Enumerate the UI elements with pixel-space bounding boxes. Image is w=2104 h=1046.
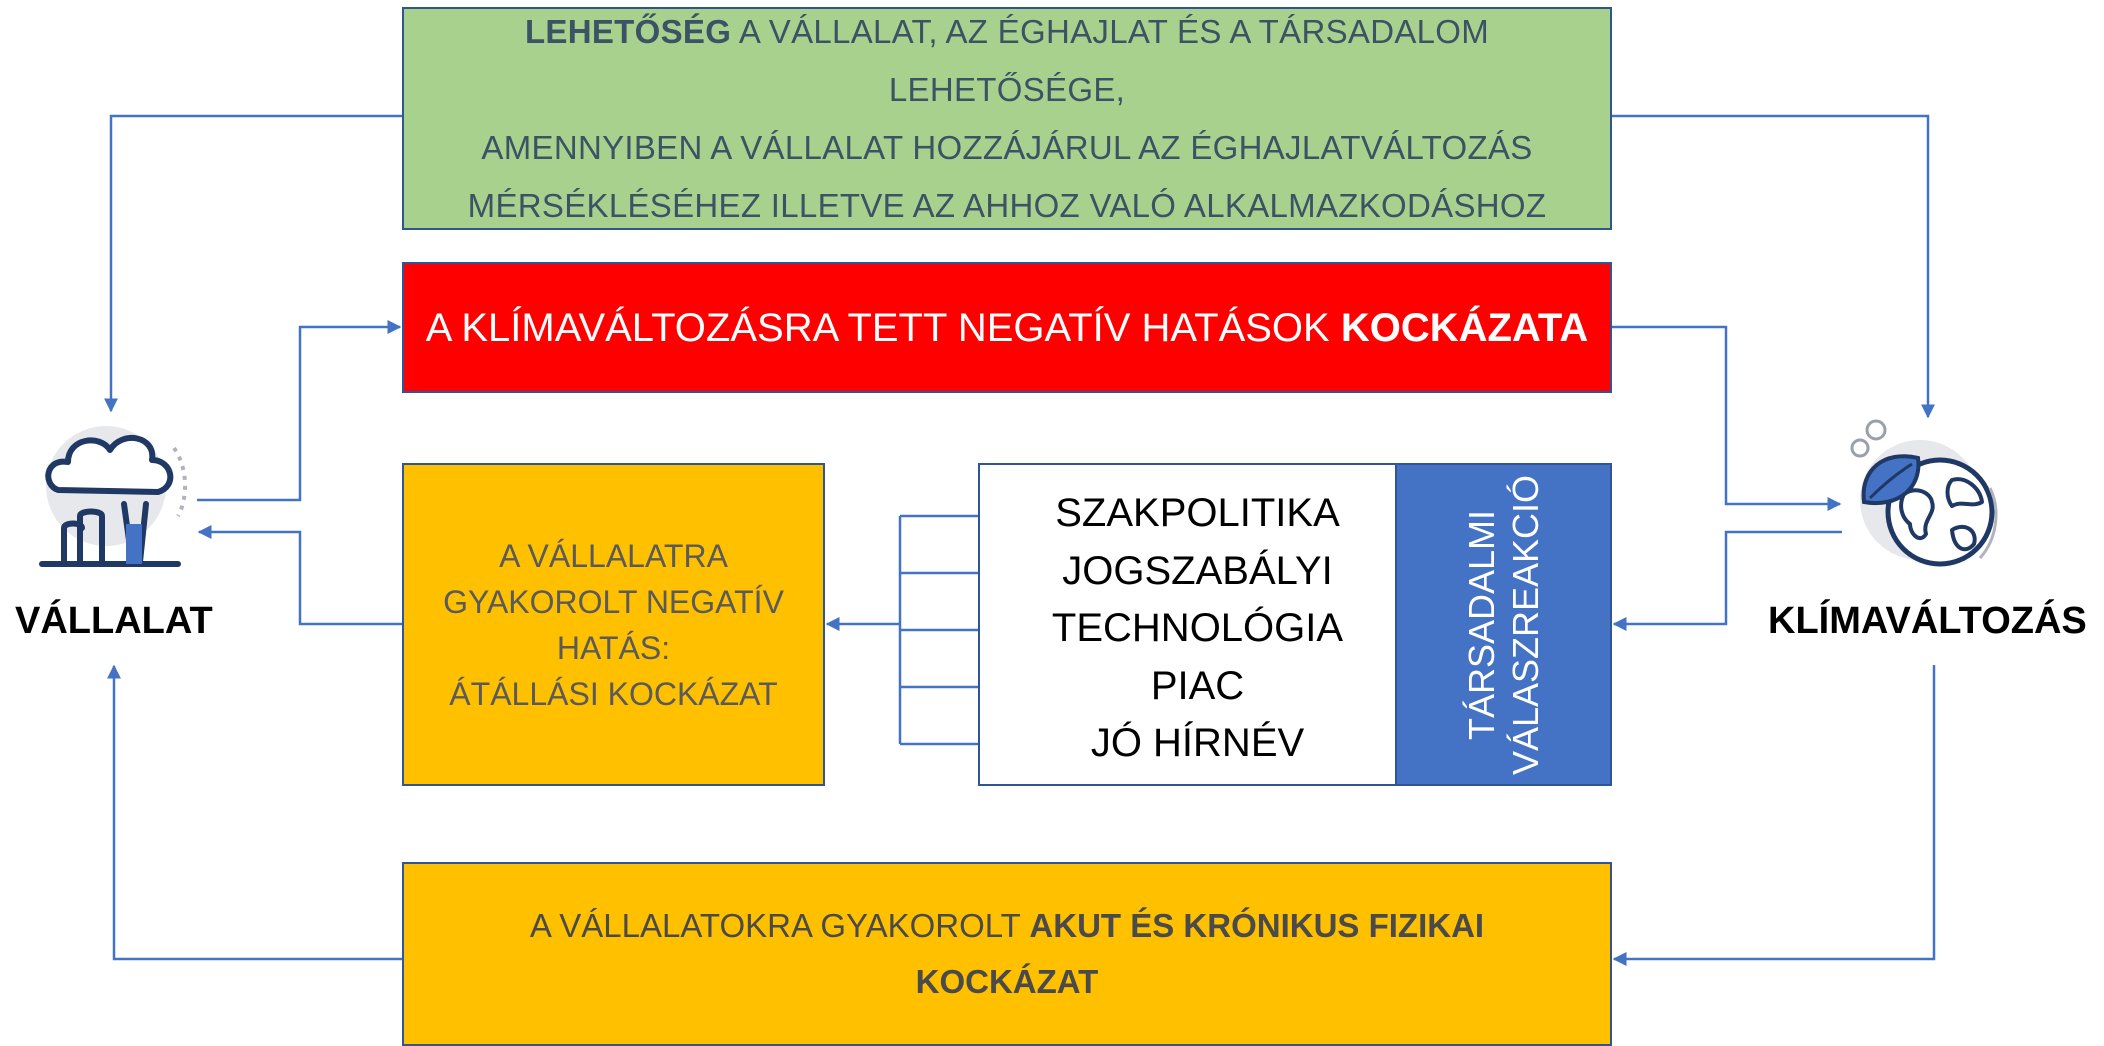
physical-risk-keyword: AKUT ÉS KRÓNIKUS FIZIKAI KOCKÁZAT — [915, 907, 1485, 1000]
arrow-risk-to-climate — [1612, 325, 1842, 511]
driver-item: TECHNOLÓGIA — [1051, 606, 1344, 650]
driver-item: JOGSZABÁLYI — [1062, 548, 1333, 593]
transition-risk-line-3: HATÁS: — [556, 629, 671, 666]
negative-impact-risk-keyword: KOCKÁZATA — [1340, 305, 1589, 350]
arrow-climate-to-physical — [1612, 665, 1936, 966]
negative-impact-risk-box: A KLÍMAVÁLTOZÁSRA TETT NEGATÍV HATÁSOK K… — [402, 262, 1612, 393]
physical-risk-box: A VÁLLALATOKRA GYAKOROLT AKUT ÉS KRÓNIKU… — [402, 862, 1612, 1046]
opportunity-box: LEHETŐSÉG A VÁLLALAT, AZ ÉGHAJLAT ÉS A T… — [402, 7, 1612, 230]
factory-icon — [39, 426, 188, 567]
arrow-opportunity-to-climate — [1612, 114, 1935, 419]
transition-risk-box: A VÁLLALATRA GYAKOROLT NEGATÍV HATÁS: ÁT… — [402, 463, 825, 786]
climate-globe-icon — [1850, 419, 1998, 567]
arrow-company-to-risk — [197, 320, 402, 502]
driver-item: JÓ HÍRNÉV — [1090, 721, 1305, 765]
transition-risk-keyword: ÁTÁLLÁSI KOCKÁZAT — [449, 675, 778, 712]
arrow-opportunity-to-company — [104, 114, 402, 413]
opportunity-line-1: LEHETŐSÉG A VÁLLALAT, AZ ÉGHAJLAT ÉS A T… — [524, 12, 1490, 108]
transition-risk-line-2: GYAKOROLT NEGATÍV — [443, 583, 784, 620]
arrow-physical-to-company — [107, 664, 402, 961]
drivers-list: SZAKPOLITIKA JOGSZABÁLYI TECHNOLÓGIA PIA… — [980, 465, 1395, 784]
driver-item: SZAKPOLITIKA — [1055, 491, 1340, 535]
physical-risk-text: A VÁLLALATOKRA GYAKOROLT AKUT ÉS KRÓNIKU… — [529, 907, 1485, 1000]
drivers-box: SZAKPOLITIKA JOGSZABÁLYI TECHNOLÓGIA PIA… — [978, 463, 1612, 786]
opportunity-keyword: LEHETŐSÉG — [524, 12, 732, 50]
transition-risk-line-1: A VÁLLALATRA — [499, 537, 728, 574]
social-reaction-text: TÁRSADALMI VÁLASZREAKCIÓ — [1460, 474, 1546, 775]
company-label: VÁLLALAT — [15, 600, 213, 642]
arrow-climate-to-social — [1612, 530, 1842, 631]
negative-impact-risk-text: A KLÍMAVÁLTOZÁSRA TETT NEGATÍV HATÁSOK K… — [425, 305, 1589, 350]
opportunity-line-3: MÉRSÉKLÉSÉHEZ ILLETVE AZ AHHOZ VALÓ ALKA… — [467, 186, 1547, 224]
opportunity-line-2: AMENNYIBEN A VÁLLALAT HOZZÁJÁRUL AZ ÉGHA… — [481, 128, 1533, 166]
climate-change-label: KLÍMAVÁLTOZÁS — [1768, 600, 2087, 642]
driver-item: PIAC — [1150, 663, 1245, 708]
social-reaction-panel: TÁRSADALMI VÁLASZREAKCIÓ — [1395, 465, 1610, 784]
arrow-transition-to-company — [197, 525, 402, 626]
